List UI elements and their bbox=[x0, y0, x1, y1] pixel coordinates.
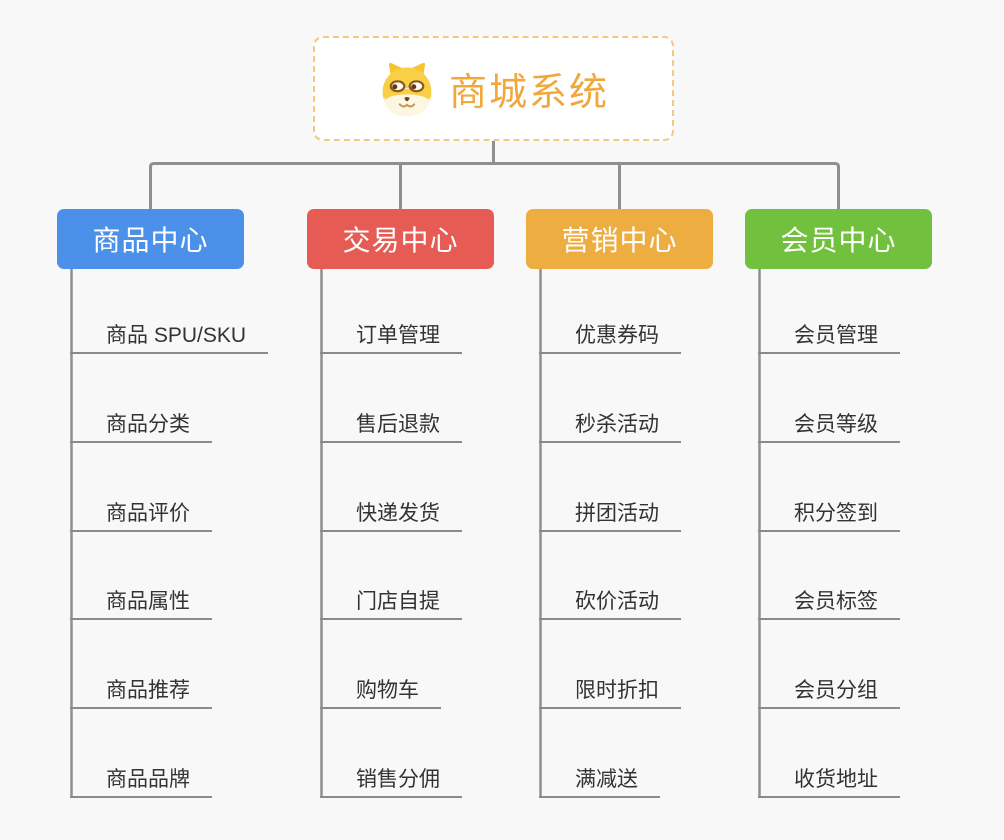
root-title: 商城系统 bbox=[448, 72, 609, 114]
branch-header-2[interactable]: 营销中心 bbox=[526, 209, 713, 269]
branch-item[interactable]: 会员分组 bbox=[758, 675, 900, 709]
branch-item[interactable]: 售后退款 bbox=[320, 409, 462, 443]
shiba-dog-icon bbox=[382, 62, 432, 116]
branch-item[interactable]: 门店自提 bbox=[320, 586, 462, 620]
branch-header-1[interactable]: 交易中心 bbox=[307, 209, 494, 269]
branch-item[interactable]: 销售分佣 bbox=[320, 764, 462, 798]
root-node[interactable]: 商城系统 bbox=[313, 36, 674, 141]
branch-item[interactable]: 拼团活动 bbox=[539, 498, 681, 532]
branch-item[interactable]: 商品品牌 bbox=[70, 764, 212, 798]
branch-item[interactable]: 满减送 bbox=[539, 764, 660, 798]
branch-item[interactable]: 会员管理 bbox=[758, 320, 900, 354]
branch-item[interactable]: 商品 SPU/SKU bbox=[70, 320, 269, 354]
branch-item[interactable]: 优惠券码 bbox=[539, 320, 681, 354]
branch-item[interactable]: 快递发货 bbox=[320, 498, 462, 532]
branch-item[interactable]: 会员标签 bbox=[758, 586, 900, 620]
branch-item[interactable]: 商品属性 bbox=[70, 586, 212, 620]
branch-item[interactable]: 商品推荐 bbox=[70, 675, 212, 709]
branch-header-3[interactable]: 会员中心 bbox=[745, 209, 932, 269]
branch-item[interactable]: 秒杀活动 bbox=[539, 409, 681, 443]
branch-item[interactable]: 砍价活动 bbox=[539, 586, 681, 620]
branch-item[interactable]: 商品评价 bbox=[70, 498, 212, 532]
branch-item[interactable]: 会员等级 bbox=[758, 409, 900, 443]
branch-item[interactable]: 积分签到 bbox=[758, 498, 900, 532]
branch-item[interactable]: 订单管理 bbox=[320, 320, 462, 354]
branch-header-0[interactable]: 商品中心 bbox=[57, 209, 244, 269]
branch-item[interactable]: 商品分类 bbox=[70, 409, 212, 443]
branch-item[interactable]: 购物车 bbox=[320, 675, 441, 709]
branch-item[interactable]: 限时折扣 bbox=[539, 675, 681, 709]
branch-item[interactable]: 收货地址 bbox=[758, 764, 900, 798]
